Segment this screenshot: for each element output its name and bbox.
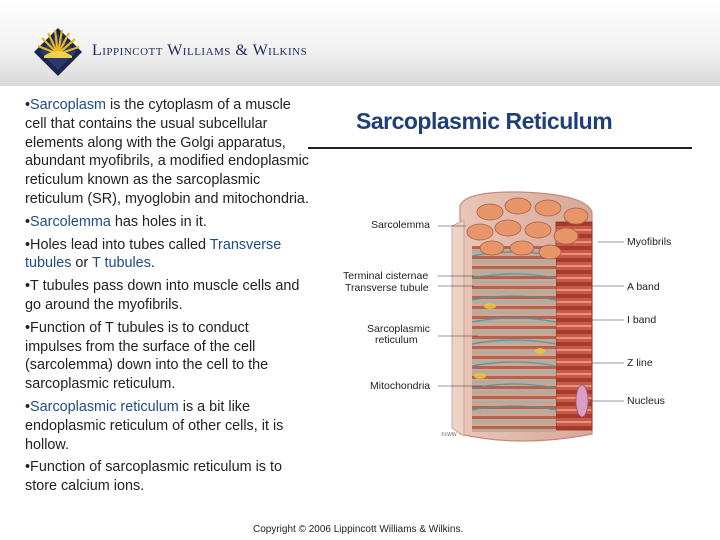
bullet-sarcoplasm: •Sarcoplasm is the cytoplasm of a muscle… (25, 97, 309, 207)
muscle-fiber-illustration (438, 191, 624, 442)
label-i-band: I band (627, 314, 657, 326)
term-sarcolemma: Sarcolemma (30, 213, 111, 230)
header-band: Lippincott Williams & Wilkins (0, 0, 720, 86)
bullet-t-tubules-path: •T tubules pass down into muscle cells a… (25, 278, 300, 313)
label-sarcoplasmic-reticulum-line2: reticulum (375, 334, 418, 346)
label-nucleus: Nucleus (627, 395, 665, 407)
term-sarcoplasm: Sarcoplasm (30, 97, 107, 113)
bullet-sr-description: •Sarcoplasmic reticulum is a bit like en… (25, 398, 284, 453)
body-text: •Sarcoplasm is the cytoplasm of a muscle… (25, 96, 309, 500)
publisher-name: Lippincott Williams & Wilkins (92, 42, 308, 59)
term-t-tubules: T tubules (91, 255, 151, 272)
publisher-logo-icon (34, 28, 82, 76)
bullet-sarcolemma: •Sarcolemma has holes in it. (25, 213, 207, 230)
title-divider (308, 147, 692, 149)
term-transverse-tubules: Transverse tubules (25, 236, 282, 272)
label-sarcoplasmic-reticulum-line1: Sarcoplasmic (367, 323, 431, 335)
label-myofibrils: Myofibrils (627, 236, 672, 248)
illustration-credit: ©LWW (441, 432, 457, 438)
term-sarcoplasmic-reticulum: Sarcoplasmic reticulum (30, 398, 179, 415)
label-a-band: A band (627, 281, 660, 293)
label-terminal-cisternae: Terminal cisternae (343, 270, 429, 282)
label-sarcolemma: Sarcolemma (371, 219, 430, 231)
copyright-footer: Copyright © 2006 Lippincott Williams & W… (253, 524, 464, 535)
label-mitochondria: Mitochondria (370, 380, 431, 392)
label-z-line: Z line (627, 357, 653, 369)
bullet-sr-function: •Function of sarcoplasmic reticulum is t… (25, 459, 282, 495)
bullet-t-tubules-function: •Function of T tubules is to conduct imp… (25, 319, 269, 393)
label-transverse-tubule: Transverse tubule (345, 282, 429, 294)
bullet-holes: •Holes lead into tubes called Transverse… (25, 236, 282, 272)
figure-title: Sarcoplasmic Reticulum (356, 108, 613, 134)
